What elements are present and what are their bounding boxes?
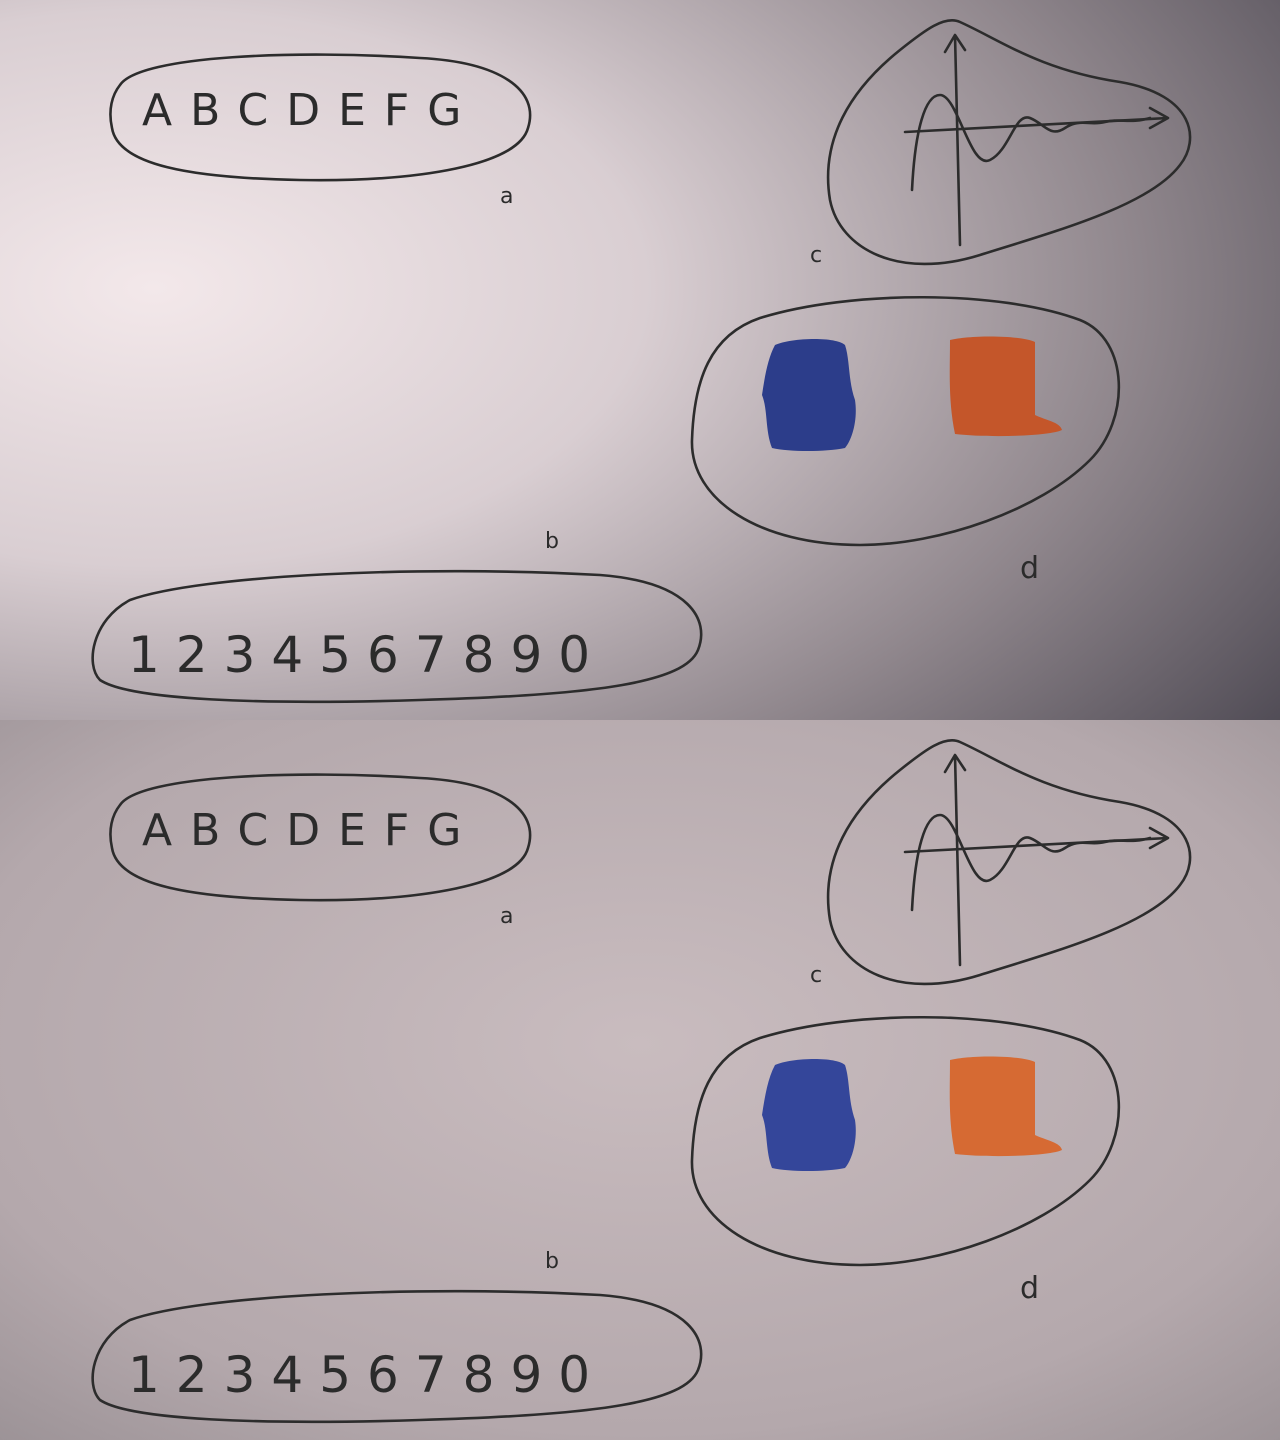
blob-d: [690, 295, 1121, 547]
y-axis: [943, 753, 967, 967]
label-d: d: [1020, 1271, 1039, 1306]
blob-d: [690, 1015, 1121, 1267]
digits-text: 1234567890: [128, 626, 606, 684]
blob-c: [826, 19, 1192, 266]
oval-b: [91, 569, 703, 704]
photo-bottom: ABCDEFG a c d b 1234567890: [0, 720, 1280, 1440]
blue-swatch: [762, 1058, 856, 1171]
orange-swatch: [949, 1056, 1062, 1157]
y-axis: [943, 33, 967, 247]
letters-text: ABCDEFG: [142, 85, 479, 136]
orange-swatch: [949, 336, 1062, 437]
board-surface: [0, 720, 1280, 1440]
letters-text: ABCDEFG: [142, 805, 479, 856]
label-d: d: [1020, 551, 1039, 586]
whiteboard-sketch: ABCDEFG a c d b 1234567890: [0, 0, 1280, 720]
label-b: b: [545, 1249, 559, 1274]
blue-swatch: [762, 338, 856, 451]
label-b: b: [545, 529, 559, 554]
label-c: c: [810, 243, 822, 268]
oval-a: [109, 53, 532, 182]
oval-a: [109, 773, 532, 902]
blob-c: [826, 739, 1192, 986]
label-c: c: [810, 963, 822, 988]
board-surface: [0, 0, 1280, 720]
label-a: a: [500, 904, 513, 929]
digits-text: 1234567890: [128, 1346, 606, 1404]
damped-wave: [910, 813, 1152, 912]
oval-b: [91, 1289, 703, 1424]
whiteboard-sketch: ABCDEFG a c d b 1234567890: [0, 720, 1280, 1440]
photo-top: ABCDEFG a c d b 1234567890: [0, 0, 1280, 720]
label-a: a: [500, 184, 513, 209]
damped-wave: [910, 93, 1152, 192]
